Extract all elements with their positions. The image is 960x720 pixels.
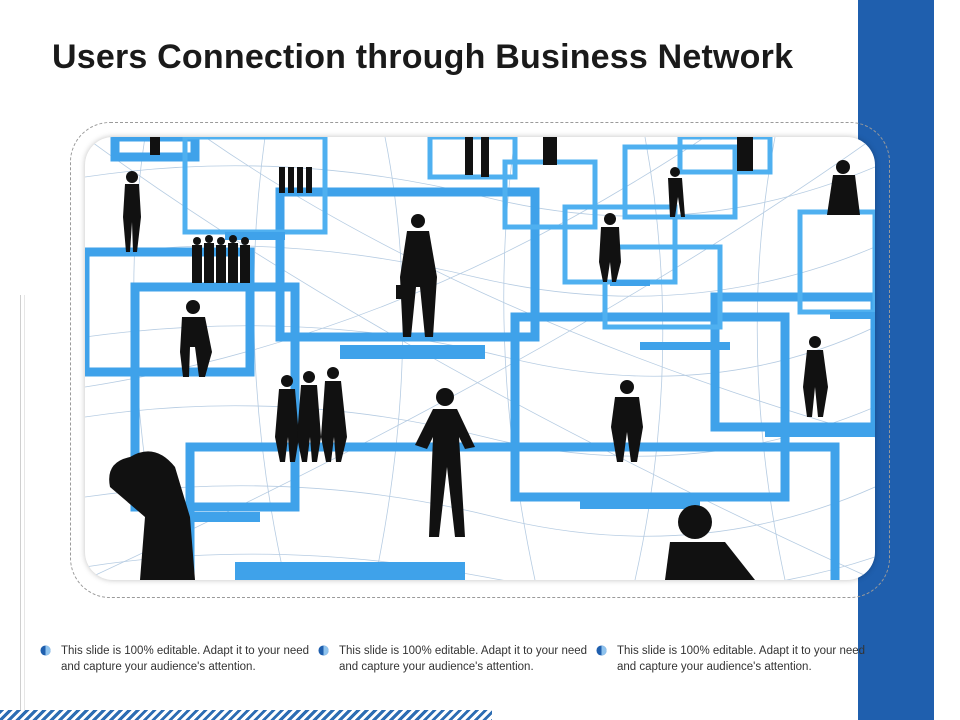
half-circle-dot-icon [318,645,329,656]
left-divider-line [20,295,21,715]
network-image [85,137,875,580]
business-network-people-icon [85,137,875,580]
bullet-text: This slide is 100% editable. Adapt it to… [61,645,310,673]
slide-title: Users Connection through Business Networ… [52,38,794,76]
half-circle-dot-icon [40,645,51,656]
image-dashed-frame [70,122,890,598]
bullet-text: This slide is 100% editable. Adapt it to… [339,645,588,673]
bullet-text: This slide is 100% editable. Adapt it to… [617,645,866,673]
bottom-striped-bar [0,710,492,720]
half-circle-dot-icon [596,645,607,656]
bullet-list: This slide is 100% editable. Adapt it to… [40,643,865,683]
left-divider-line-inner [24,295,25,715]
